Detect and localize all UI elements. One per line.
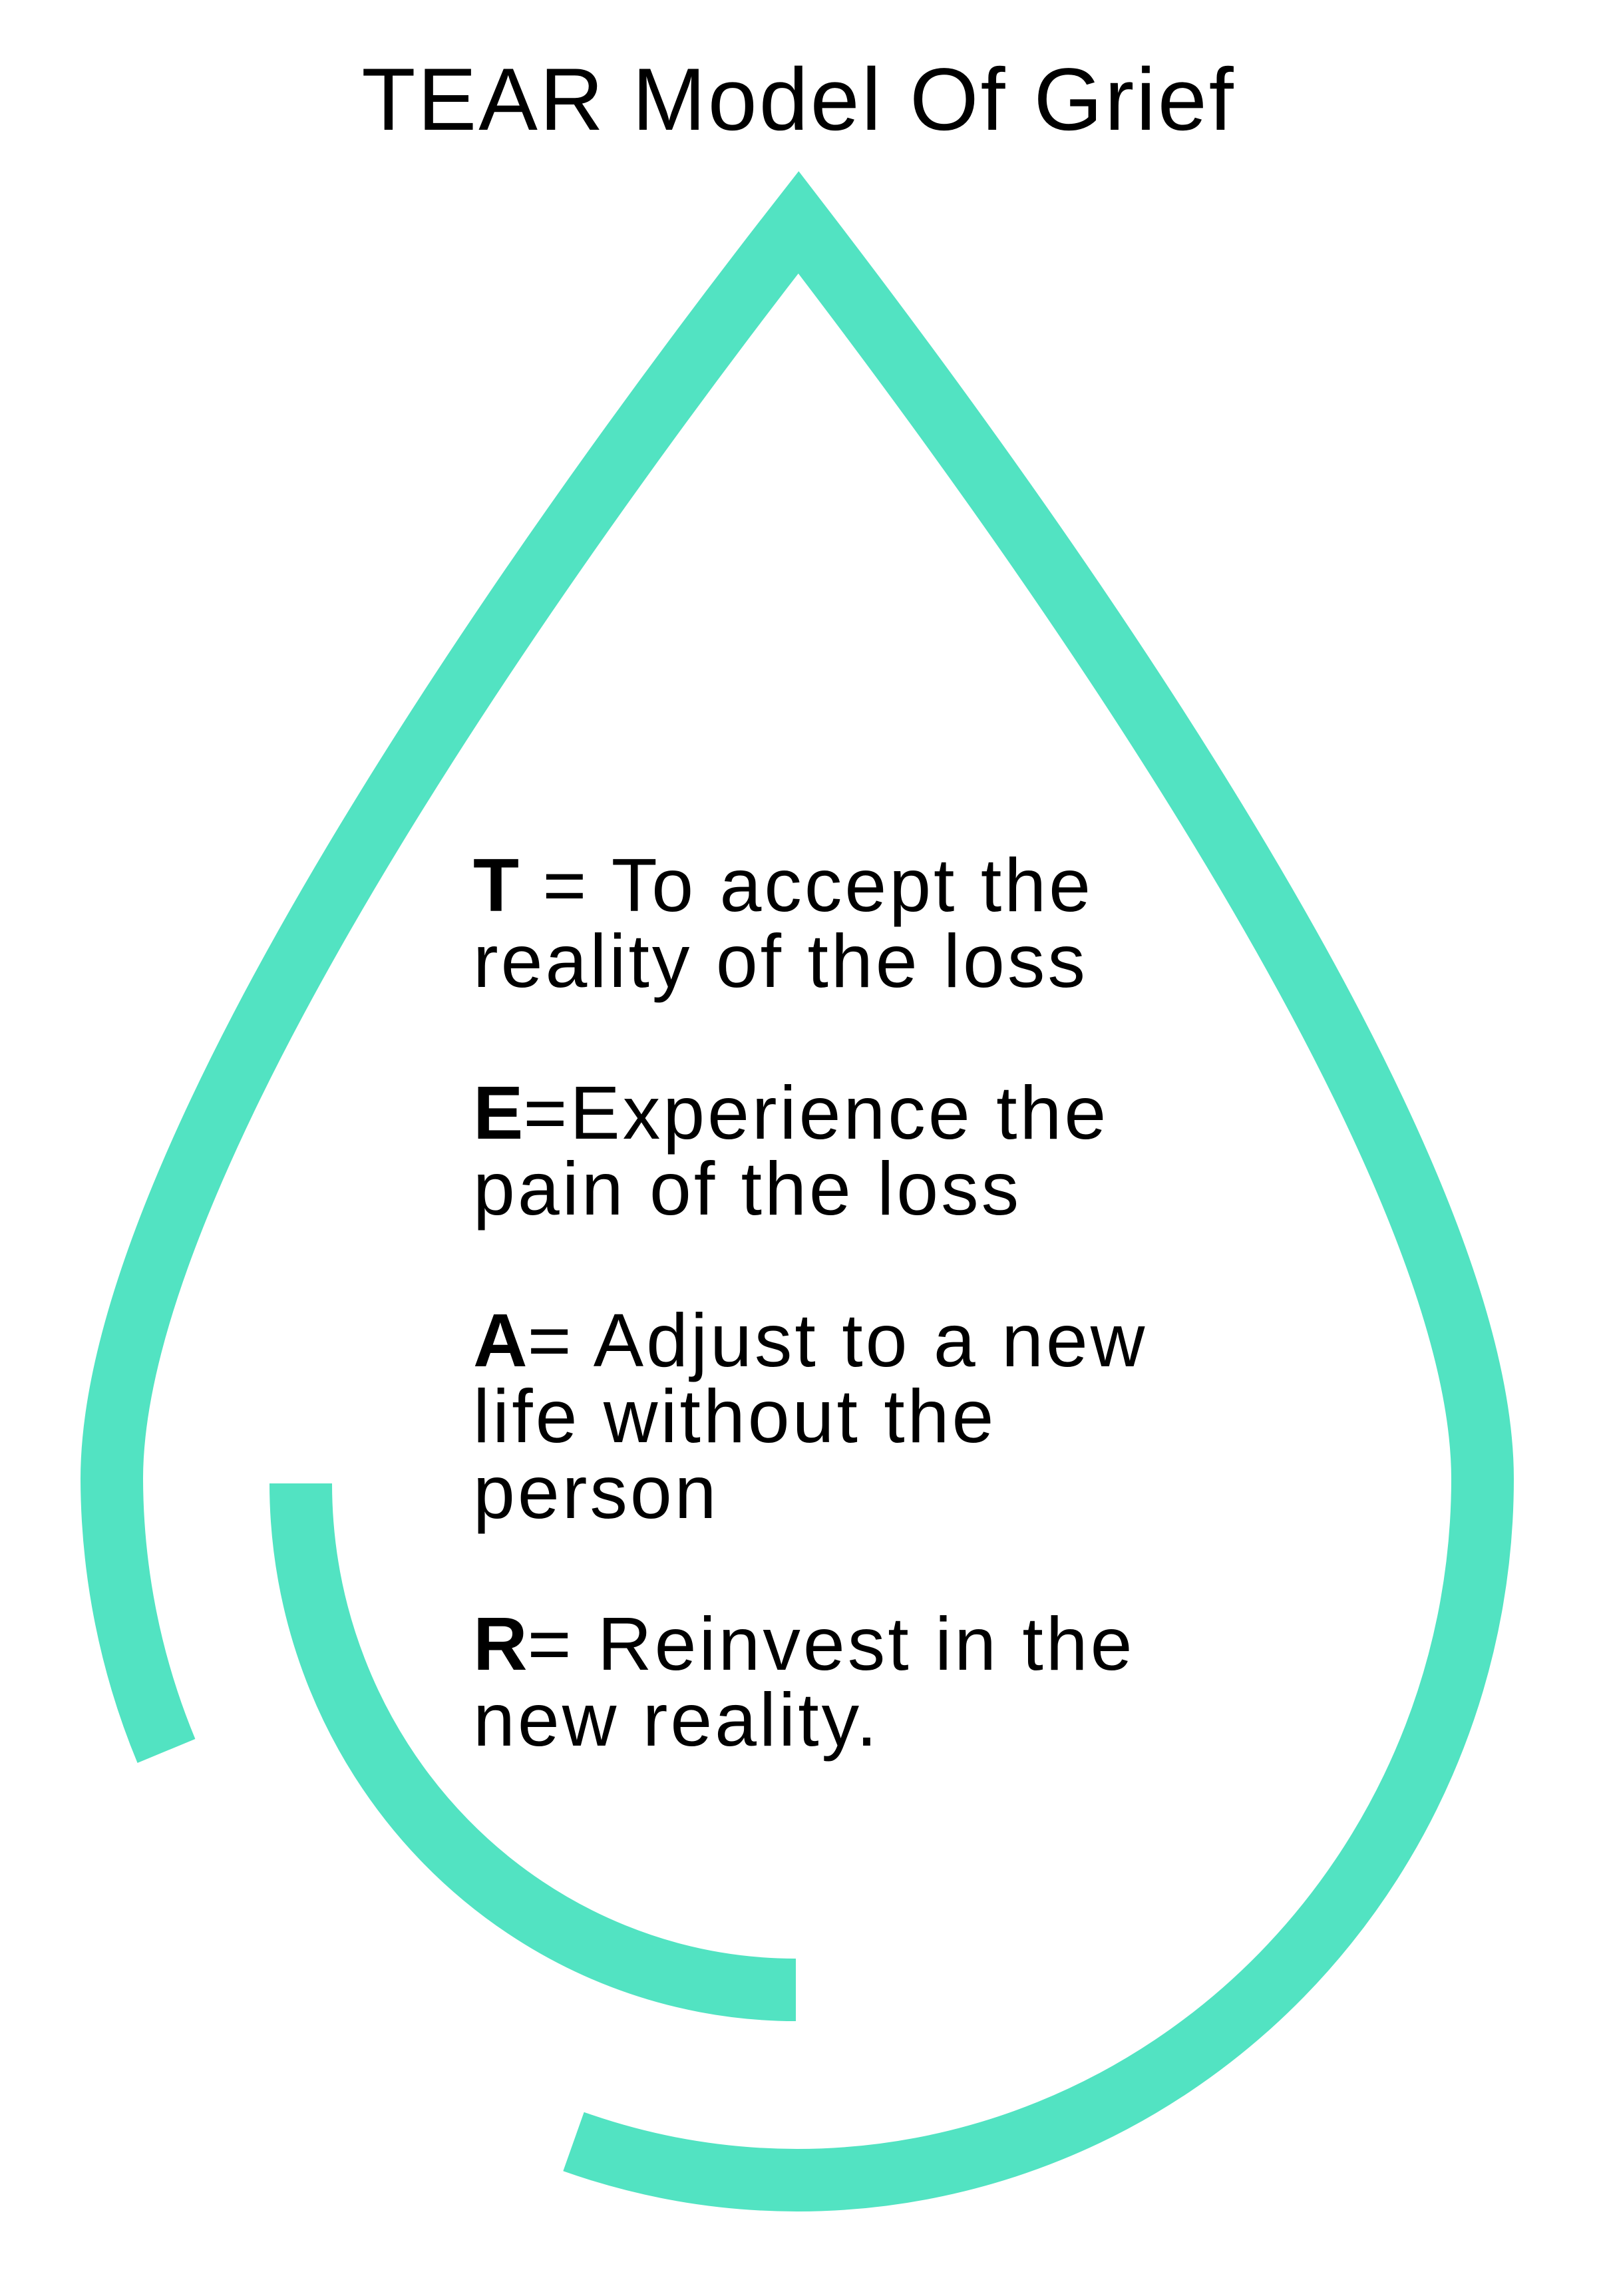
step-line: person [473,1450,719,1534]
step-r: R= Reinvest in the new reality. [473,1606,1272,1758]
step-letter: A [473,1298,528,1382]
teardrop-outline [80,171,1514,2212]
step-line: life without the [473,1374,997,1458]
step-text: = To accept the [519,843,1093,927]
step-line: T = To accept the [473,847,1272,923]
step-line: R= Reinvest in the [473,1606,1272,1682]
step-line: A= Adjust to a new [473,1302,1272,1378]
step-line: E=Experience the [473,1075,1272,1151]
diagram-title: TEAR Model Of Grief [361,51,1236,149]
step-letter: T [473,843,520,927]
inner-arc [269,1483,797,2021]
step-letter: E [473,1071,524,1155]
step-line: pain of the loss [473,1147,1022,1231]
step-text: =Experience the [523,1071,1109,1155]
step-t: T = To accept the reality of the loss [473,847,1272,999]
step-line: new reality. [473,1678,880,1762]
step-letter: R [473,1602,528,1686]
step-line: reality of the loss [473,919,1088,1003]
step-text: = Adjust to a new [527,1298,1148,1382]
step-e: E=Experience the pain of the loss [473,1075,1272,1227]
tear-steps-list: T = To accept the reality of the loss E=… [473,847,1272,1758]
step-text: = Reinvest in the [527,1602,1135,1686]
step-a: A= Adjust to a new life without the pers… [473,1302,1272,1530]
